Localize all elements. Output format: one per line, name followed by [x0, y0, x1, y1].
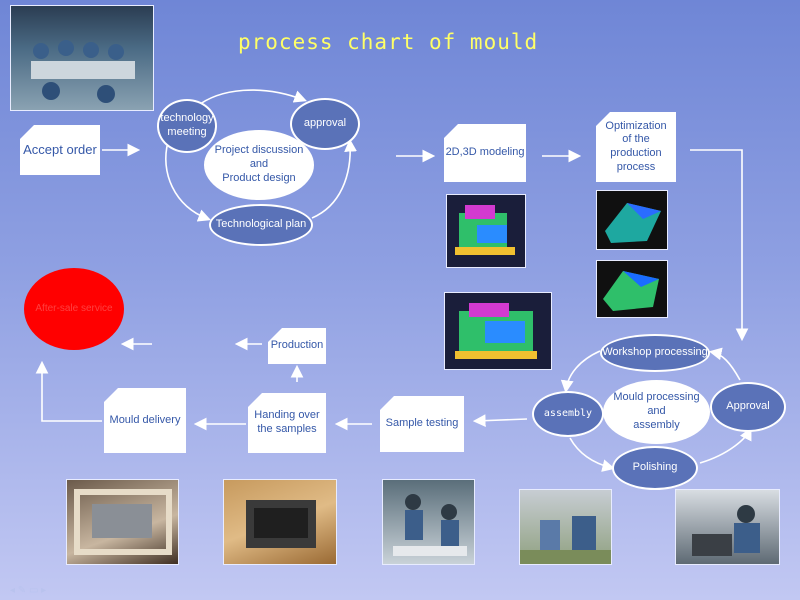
step-assembly: assembly: [532, 391, 604, 437]
step-handing-over: Handing over the samples: [248, 393, 326, 453]
part-model-image-1: [596, 190, 668, 250]
mould-assembly-model-image: [444, 292, 552, 370]
step-sample-testing: Sample testing: [380, 396, 464, 452]
step-accept-order: Accept order: [20, 125, 100, 175]
page-title: process chart of mould: [238, 30, 539, 54]
slide-controls-icon[interactable]: ◂ ✎ ▭ ▸: [10, 585, 47, 596]
step-production: Production: [268, 328, 326, 364]
testing-photo: [382, 479, 475, 565]
step-technological-plan: Technological plan: [209, 204, 313, 246]
step-polishing: Polishing: [612, 446, 698, 490]
mould-3d-model-image: [446, 194, 526, 268]
step-2d-3d-modeling: 2D,3D modeling: [444, 124, 526, 182]
step-project-discussion: Project discussion and Product design: [204, 130, 314, 200]
box-photo: [223, 479, 337, 565]
step-approval-right: Approval: [710, 382, 786, 432]
step-workshop-processing: Workshop processing: [600, 334, 710, 372]
meeting-photo: [10, 5, 154, 111]
workshop-photo: [519, 489, 612, 565]
crate-photo: [66, 479, 179, 565]
step-technology-meeting: technology meeting: [157, 99, 217, 153]
polishing-photo: [675, 489, 780, 565]
step-mould-delivery: Mould delivery: [104, 388, 186, 453]
step-approval-top: approval: [290, 98, 360, 150]
step-optimization: Optimization of the production process: [596, 112, 676, 182]
step-mould-processing: Mould processing and assembly: [603, 380, 710, 444]
step-after-sale-service: After-sale service: [24, 268, 124, 350]
part-model-image-2: [596, 260, 668, 318]
